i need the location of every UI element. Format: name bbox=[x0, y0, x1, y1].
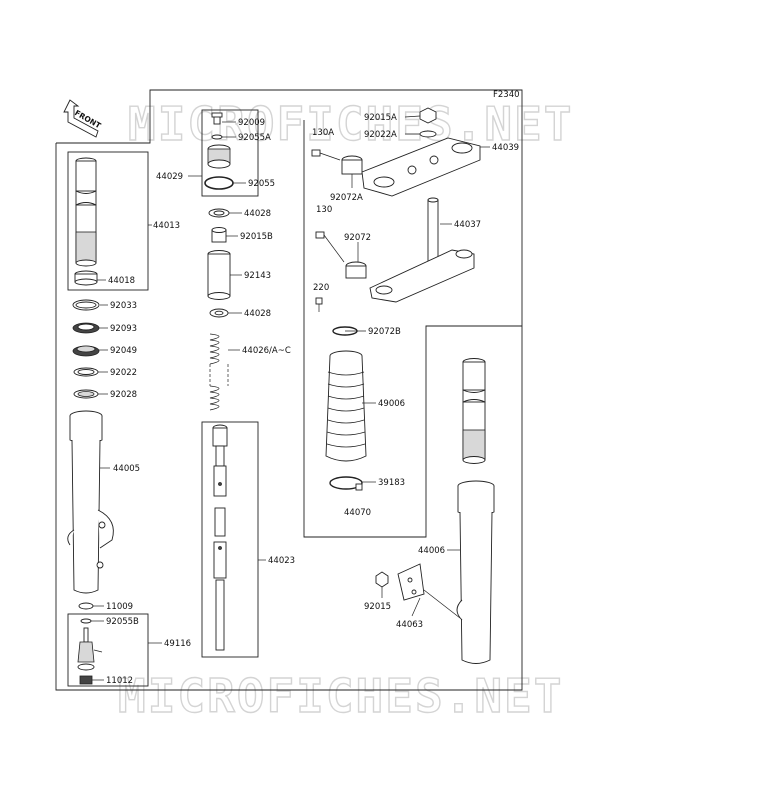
nut-92015B bbox=[211, 227, 227, 243]
label-220: 220 bbox=[313, 283, 329, 293]
steering-stem-44037 bbox=[369, 197, 475, 303]
clamp-92072A bbox=[341, 155, 363, 175]
label-92093: 92093 bbox=[110, 324, 137, 334]
label-92022A: 92022A bbox=[364, 130, 397, 140]
label-92072B: 92072B bbox=[368, 327, 401, 337]
washer-44028-bottom bbox=[209, 308, 229, 318]
front-arrow-icon: FRONT bbox=[63, 99, 103, 138]
outer-tube-44005 bbox=[67, 410, 114, 594]
label-130A: 130A bbox=[312, 128, 334, 138]
label-92015B: 92015B bbox=[240, 232, 273, 242]
bolt-130 bbox=[315, 231, 345, 263]
washer-92022 bbox=[73, 367, 99, 377]
label-92033: 92033 bbox=[110, 301, 137, 311]
watermark-bottom: MICROFICHES.NET bbox=[118, 669, 563, 723]
boot-group-outline bbox=[303, 120, 522, 538]
top-cap-44029 bbox=[207, 144, 231, 169]
oil-seal-92093 bbox=[72, 322, 100, 334]
label-92028: 92028 bbox=[110, 390, 137, 400]
cap-11012 bbox=[79, 675, 93, 685]
gasket-92055B bbox=[80, 618, 92, 624]
valve-box bbox=[67, 613, 149, 687]
outer-tube-44006 bbox=[456, 480, 495, 664]
watermark-top: MICROFICHES.NET bbox=[128, 97, 573, 151]
damper-rod-44023 bbox=[212, 424, 228, 651]
label-44018: 44018 bbox=[108, 276, 135, 286]
label-44063: 44063 bbox=[396, 620, 423, 630]
label-44005: 44005 bbox=[113, 464, 140, 474]
label-44006: 44006 bbox=[418, 546, 445, 556]
label-39183: 39183 bbox=[378, 478, 405, 488]
label-49116: 49116 bbox=[164, 639, 191, 649]
label-92072: 92072 bbox=[344, 233, 371, 243]
bolt-220 bbox=[315, 297, 323, 312]
label-49006: 49006 bbox=[378, 399, 405, 409]
o-ring-92055 bbox=[204, 176, 234, 190]
label-44013: 44013 bbox=[153, 221, 180, 231]
nut-92015A bbox=[419, 107, 437, 124]
label-92022: 92022 bbox=[110, 368, 137, 378]
label-44037: 44037 bbox=[454, 220, 481, 230]
washer-44028-top bbox=[208, 208, 230, 218]
inner-tube bbox=[75, 157, 97, 267]
bolt-92009 bbox=[211, 112, 223, 125]
label-92072A: 92072A bbox=[330, 193, 363, 203]
axle-clamp-44063 bbox=[397, 563, 425, 601]
label-92143: 92143 bbox=[244, 271, 271, 281]
snap-ring-92033 bbox=[72, 299, 100, 311]
clamp-92072 bbox=[345, 261, 367, 279]
bolt-130A bbox=[311, 149, 341, 161]
clamp-39183 bbox=[329, 476, 363, 491]
fork-boot-49006 bbox=[325, 350, 367, 462]
label-92055: 92055 bbox=[248, 179, 275, 189]
label-92015: 92015 bbox=[364, 602, 391, 612]
label-92015A: 92015A bbox=[364, 113, 397, 123]
valve-49116 bbox=[77, 627, 103, 671]
washer-92022A bbox=[419, 130, 437, 138]
label-44029: 44029 bbox=[156, 172, 183, 182]
oil-seal-92049 bbox=[72, 345, 100, 357]
label-44039: 44039 bbox=[492, 143, 519, 153]
label-44028-bottom: 44028 bbox=[244, 309, 271, 319]
bushing-92028 bbox=[73, 389, 99, 399]
o-ring-92055A bbox=[211, 134, 223, 140]
nut-92015 bbox=[375, 571, 389, 588]
label-44028-top: 44028 bbox=[244, 209, 271, 219]
label-44070: 44070 bbox=[344, 508, 371, 518]
diagram-code: F2340 bbox=[493, 90, 520, 100]
bushing-44018 bbox=[74, 270, 98, 286]
label-130: 130 bbox=[316, 205, 332, 215]
label-44026: 44026/A~C bbox=[242, 346, 291, 356]
inner-tube-right bbox=[462, 358, 486, 464]
label-92055A: 92055A bbox=[238, 133, 271, 143]
spacer-92143 bbox=[207, 250, 231, 300]
inner-tube-box bbox=[67, 151, 149, 291]
upper-bracket-44039 bbox=[361, 137, 481, 197]
fork-spring-44026 bbox=[209, 333, 229, 411]
label-11012: 11012 bbox=[106, 676, 133, 686]
label-92009: 92009 bbox=[238, 118, 265, 128]
gasket-11009 bbox=[78, 602, 94, 610]
leader-lines bbox=[91, 115, 490, 681]
label-11009: 11009 bbox=[106, 602, 133, 612]
label-92049: 92049 bbox=[110, 346, 137, 356]
callout-labels: 44013 44018 92033 92093 92049 92022 9202… bbox=[106, 113, 519, 686]
label-44023: 44023 bbox=[268, 556, 295, 566]
label-92055B: 92055B bbox=[106, 617, 139, 627]
cap-box bbox=[201, 109, 259, 197]
main-group-outline bbox=[55, 89, 523, 691]
damper-rod-box bbox=[201, 421, 259, 658]
